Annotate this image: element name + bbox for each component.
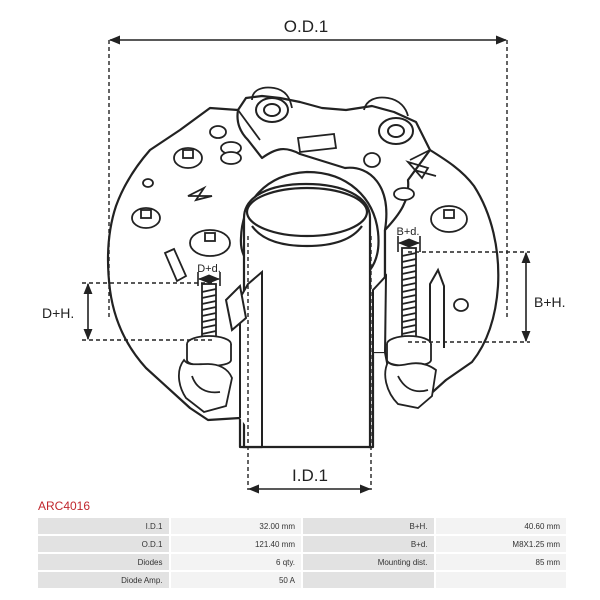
od-label: O.D.1 [284, 17, 328, 36]
bd-label: B+d. [397, 226, 420, 238]
spec-row: Diodes 6 qty. Mounting dist. 85 mm [38, 554, 566, 570]
spec-value: 40.60 mm [435, 518, 566, 534]
spec-value: M8X1.25 mm [435, 536, 566, 552]
b-plus-bolt [384, 247, 437, 409]
diode-wells [131, 125, 469, 312]
spec-value: 6 qty. [170, 554, 301, 570]
spec-row: Diode Amp. 50 A [38, 572, 566, 588]
spec-label: B+d. [303, 536, 434, 552]
spec-label [303, 572, 434, 588]
spec-value [435, 572, 566, 588]
terminal-studs [255, 97, 414, 145]
side-brackets [224, 267, 445, 447]
specifications-table: I.D.1 32.00 mm B+H. 40.60 mm O.D.1 121.4… [36, 516, 568, 590]
spec-row: I.D.1 32.00 mm B+H. 40.60 mm [38, 518, 566, 534]
spec-value: 32.00 mm [170, 518, 301, 534]
spec-label: Diodes [38, 554, 169, 570]
spec-value: 50 A [170, 572, 301, 588]
rectifier-technical-drawing: O.D.1 I.D.1 D+H. D+d. B+H. B+d. [42, 17, 566, 494]
center-bore [242, 182, 372, 449]
spec-label: B+H. [303, 518, 434, 534]
spec-label: Mounting dist. [303, 554, 434, 570]
spec-row: O.D.1 121.40 mm B+d. M8X1.25 mm [38, 536, 566, 552]
part-code: ARC4016 [38, 499, 91, 513]
spec-label: Diode Amp. [38, 572, 169, 588]
extension-lines [82, 40, 530, 490]
id-label: I.D.1 [292, 466, 328, 485]
dh-label: D+H. [42, 305, 74, 321]
dimension-arrows [83, 35, 531, 494]
spec-label: I.D.1 [38, 518, 169, 534]
bh-label: B+H. [534, 294, 566, 310]
spec-value: 85 mm [435, 554, 566, 570]
d-plus-bolt [178, 283, 233, 413]
spec-value: 121.40 mm [170, 536, 301, 552]
dd-label: D+d. [197, 263, 221, 275]
top-ridge [237, 86, 431, 161]
spec-label: O.D.1 [38, 536, 169, 552]
